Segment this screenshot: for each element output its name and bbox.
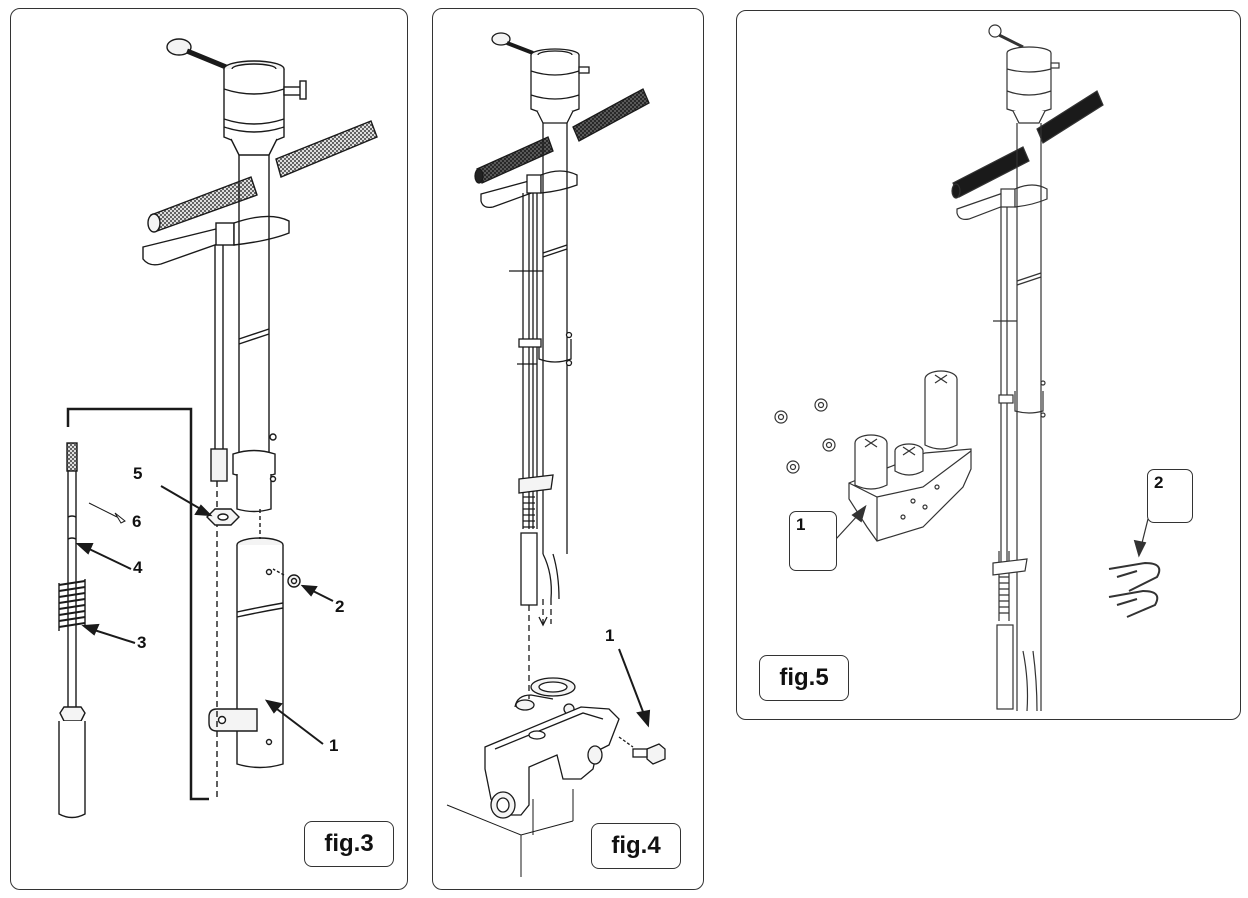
callout-number-1: 1: [329, 736, 339, 755]
callout-number-4: 4: [133, 558, 143, 577]
fig4-drawing: [446, 32, 666, 877]
switch-block-part-1: [848, 370, 972, 542]
callout-number-2: 2: [335, 597, 345, 616]
figure-panel-fig5: 1 2 fig.5: [736, 10, 1241, 720]
pump-lever: [491, 32, 534, 55]
handle-clamp: [480, 170, 578, 209]
callout-number-6: 6: [132, 512, 142, 531]
nut-set: [774, 398, 836, 474]
control-rods: [509, 193, 554, 606]
figure-label-fig3: fig.3: [304, 821, 394, 867]
main-tube: [1014, 123, 1046, 712]
bolt-part-1: [618, 736, 666, 765]
figure-panel-fig4: 1 fig.4: [432, 8, 704, 890]
callout-box-1: 1: [789, 511, 837, 571]
callout-box-2: 2: [1147, 469, 1193, 523]
lower-tube: [208, 537, 284, 769]
callout-number-1: 1: [605, 626, 615, 645]
figure-panel-fig3: 1 2 3 4 5 6 fig.3: [10, 8, 408, 890]
pump-lever: [988, 24, 1024, 49]
main-tube: [538, 123, 573, 600]
pump-head: [1006, 46, 1060, 124]
pump-head: [530, 48, 590, 124]
handle-grip: [147, 120, 378, 233]
main-tube-upper: [232, 155, 277, 513]
threaded-rod: [58, 442, 126, 819]
pump-lever: [166, 38, 227, 70]
callout-number-5: 5: [133, 464, 143, 483]
figure-label-fig5: fig.5: [759, 655, 849, 701]
rod-upper: [210, 245, 228, 482]
base-bracket: [446, 677, 620, 877]
handle-clamp: [956, 184, 1048, 220]
fig3-drawing: [58, 38, 378, 819]
fig5-drawing: [774, 24, 1161, 712]
nut-part-5: [206, 508, 240, 526]
figure-label-fig4: fig.4: [591, 823, 681, 869]
callout-arrows: [618, 648, 651, 728]
handle-grip: [951, 90, 1104, 199]
callout-number-1: 1: [796, 515, 806, 534]
callout-number-2: 2: [1154, 473, 1164, 492]
callout-number-3: 3: [137, 633, 147, 652]
screw-part-2: [272, 568, 301, 588]
handle-clamp: [142, 215, 290, 266]
u-clips-part-2: [1108, 561, 1161, 618]
pump-head: [223, 60, 307, 156]
callout-arrows: [75, 485, 334, 745]
handle-grip: [474, 88, 650, 184]
control-rods: [992, 207, 1028, 710]
